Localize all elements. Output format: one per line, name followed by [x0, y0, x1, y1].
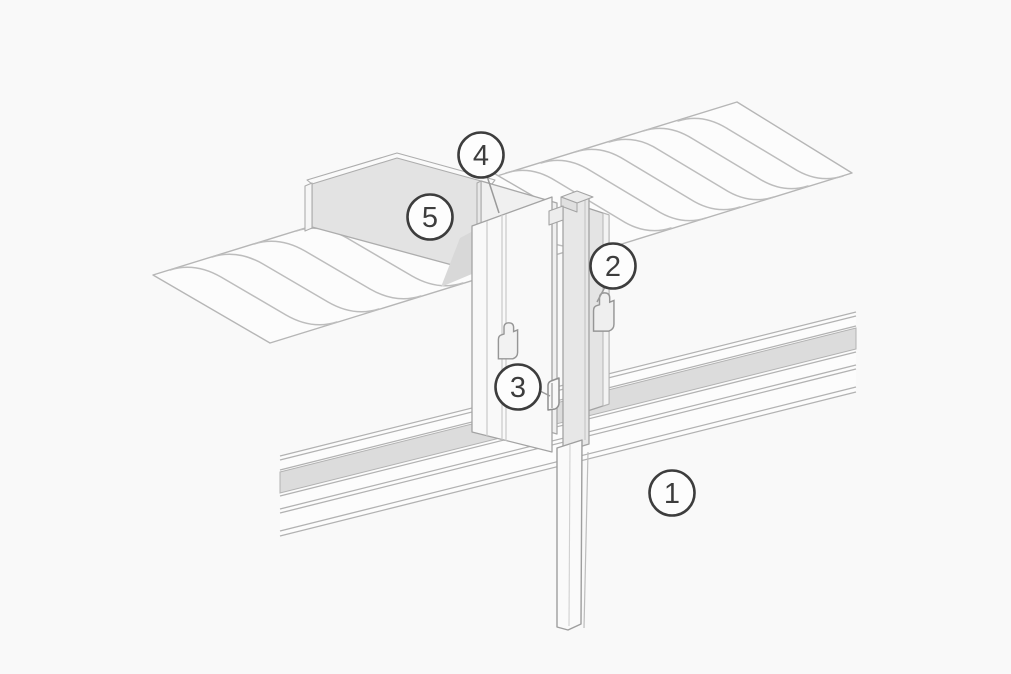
callout-2: 2	[589, 242, 637, 290]
callout-2-label: 2	[605, 251, 621, 283]
callouts: 1 2 3 4 5	[406, 131, 696, 517]
callout-3-label: 3	[510, 372, 526, 404]
callout-1-circle	[648, 469, 696, 517]
callout-2-circle	[589, 242, 637, 290]
callout-4-circle	[457, 131, 505, 179]
callout-3: 3	[494, 363, 542, 411]
callout-1-label: 1	[664, 478, 680, 510]
callout-2-leader	[596, 286, 606, 303]
callout-3-leader	[539, 390, 551, 397]
callout-4: 4	[457, 131, 505, 179]
callout-5-label: 5	[422, 202, 438, 234]
glass-joint-line	[583, 451, 589, 629]
callout-3-circle	[494, 363, 542, 411]
spline-bracket	[547, 377, 560, 411]
hat-left-tab	[548, 205, 564, 226]
channel-left-wall-face	[304, 182, 313, 232]
callout-5-circle	[406, 193, 454, 241]
callout-1: 1	[648, 469, 696, 517]
callout-4-label: 4	[473, 140, 489, 172]
callout-5: 5	[406, 193, 454, 241]
mullion-splice-joint	[471, 180, 615, 631]
hat-cap-front	[560, 196, 578, 213]
callout-4-leader	[486, 175, 500, 214]
